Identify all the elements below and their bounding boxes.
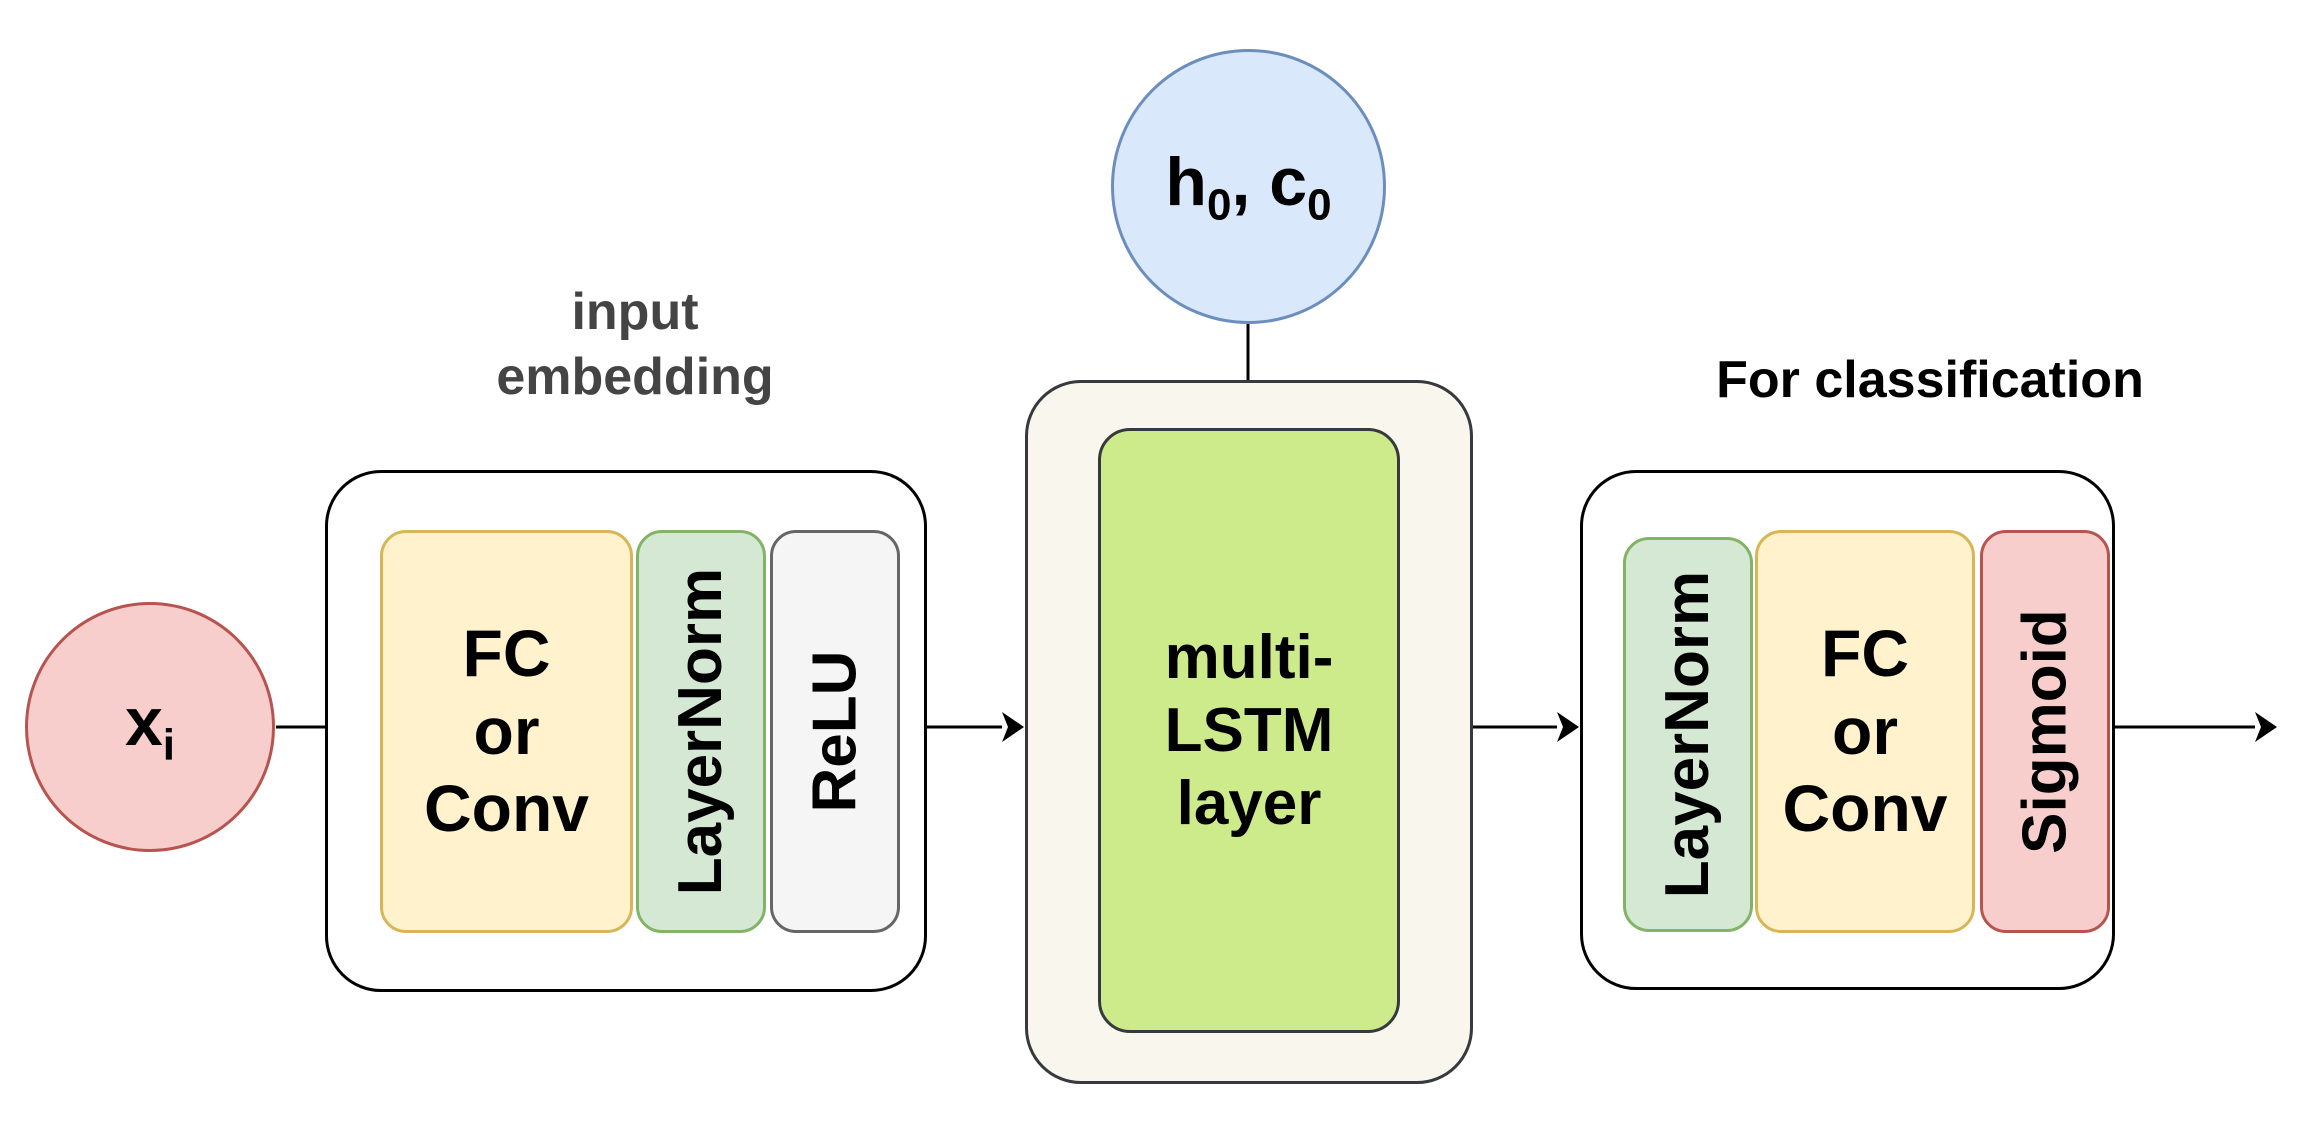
input-embedding-label: input embedding: [496, 283, 774, 406]
input-node-label: xi: [124, 684, 176, 770]
embedding-fc-block: FC or Conv: [380, 530, 633, 933]
embedding-layernorm-block: LayerNorm: [636, 530, 766, 933]
classifier-fc-block: FC or Conv: [1755, 530, 1975, 933]
embedding-relu-block: ReLU: [770, 530, 900, 933]
classifier-layernorm-block: LayerNorm: [1623, 537, 1753, 932]
classification-label: For classification: [1716, 350, 2144, 409]
initial-state-node: h0, c0: [1111, 49, 1386, 324]
input-node: xi: [25, 602, 275, 852]
classifier-sigmoid-block: Sigmoid: [1980, 530, 2110, 933]
initial-state-label: h0, c0: [1165, 143, 1332, 230]
multi-lstm-block: multi- LSTM layer: [1098, 428, 1400, 1033]
